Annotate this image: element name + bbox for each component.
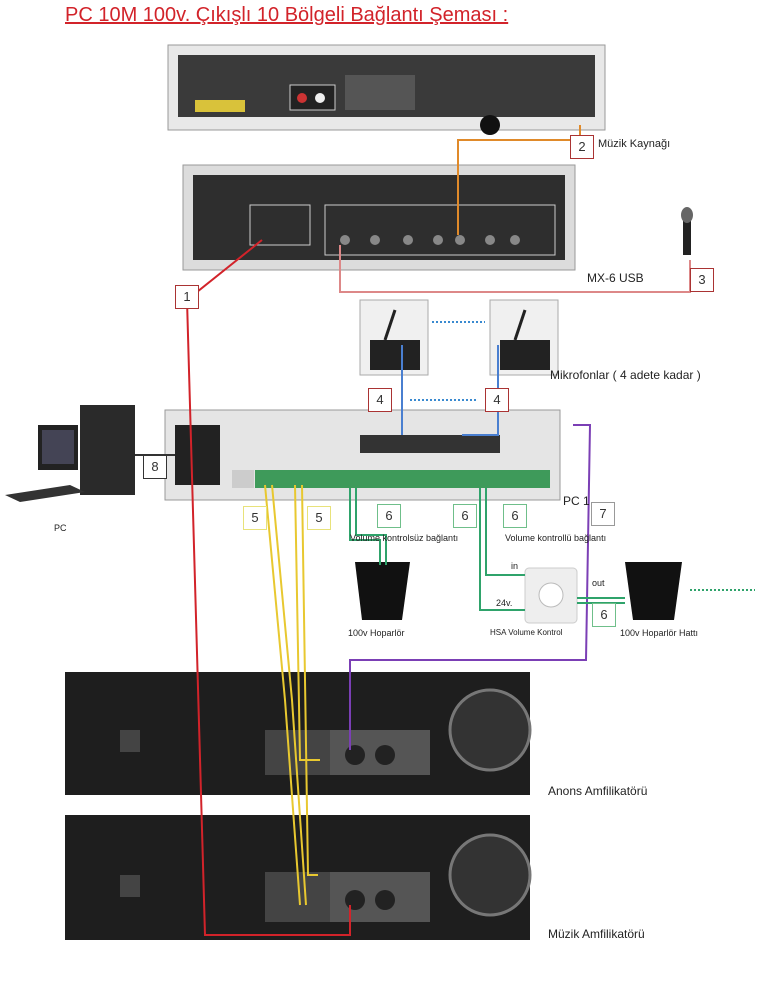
- label-pc: PC: [54, 523, 67, 533]
- label-music-source: Müzik Kaynağı: [598, 138, 671, 150]
- marker-3: 3: [690, 268, 714, 292]
- label-music-amp: Müzik Amfilikatörü: [548, 927, 645, 941]
- marker-6c: 6: [503, 504, 527, 528]
- label-mixer: MX-6 USB: [587, 271, 644, 285]
- label-speaker-line: 100v Hoparlör Hattı: [620, 628, 699, 638]
- marker-6b: 6: [453, 504, 477, 528]
- mixer-device: [182, 164, 576, 271]
- marker-5b: 5: [307, 506, 331, 530]
- pc-computer-icon: [5, 405, 135, 502]
- label-announce-amp: Anons Amfilikatörü: [548, 784, 648, 798]
- marker-5a: 5: [243, 506, 267, 530]
- pc10m-device: [164, 409, 561, 501]
- speaker-right: [625, 562, 682, 620]
- label-volume-control: HSA Volume Kontrol: [490, 628, 563, 637]
- marker-4b: 4: [485, 388, 509, 412]
- volume-control-icon: [524, 567, 578, 624]
- wires: [135, 125, 691, 936]
- marker-8: 8: [143, 455, 167, 479]
- label-24v: 24v.: [496, 598, 513, 608]
- label-no-volume: Volume kontrolsüz bağlantı: [350, 533, 459, 543]
- label-with-volume: Volume kontrollü bağlantı: [505, 533, 607, 543]
- microphone-icon: [681, 207, 693, 255]
- label-in: in: [511, 561, 519, 571]
- speaker-left: [355, 562, 410, 620]
- marker-6a: 6: [377, 504, 401, 528]
- marker-1: 1: [175, 285, 199, 309]
- diagram-title: PC 10M 100v. Çıkışlı 10 Bölgeli Bağlantı…: [65, 4, 509, 26]
- label-speaker: 100v Hoparlör: [348, 628, 405, 638]
- marker-6d: 6: [592, 603, 616, 627]
- marker-7: 7: [591, 502, 615, 526]
- music-source-device: [167, 44, 606, 135]
- paging-microphone-stations: [359, 299, 559, 401]
- label-microphones: Mikrofonlar ( 4 adete kadar ): [550, 368, 701, 382]
- marker-4a: 4: [368, 388, 392, 412]
- label-pc-device: PC 1: [563, 494, 590, 508]
- label-out: out: [592, 578, 605, 588]
- marker-2: 2: [570, 135, 594, 159]
